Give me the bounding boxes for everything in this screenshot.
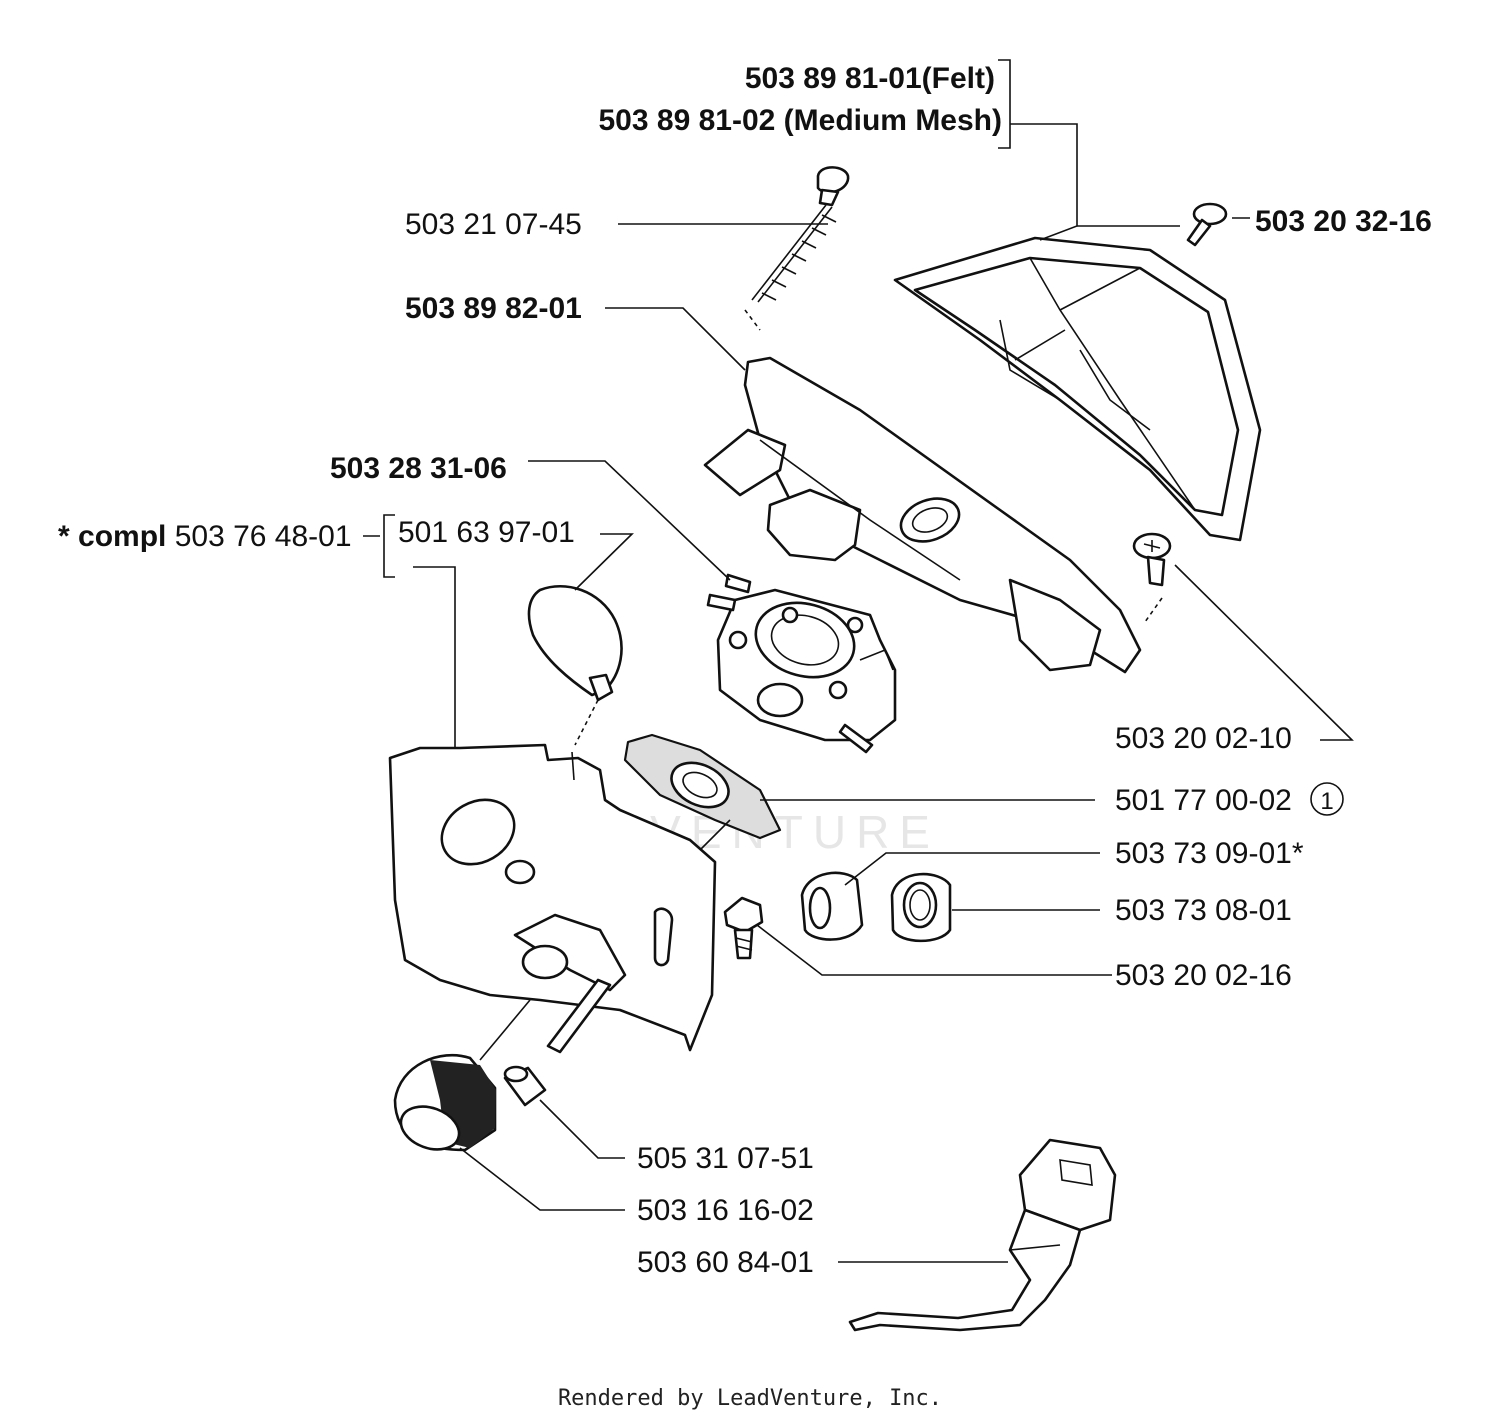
gasket-drawing	[623, 733, 782, 840]
grommet-b-drawing	[890, 872, 952, 943]
label-filter-holder: 503 89 82-01	[405, 292, 582, 325]
label-gasket: 501 77 00-02	[1115, 784, 1292, 817]
leader-lines	[363, 59, 1354, 1263]
label-hose: 503 60 84-01	[637, 1246, 814, 1279]
label-screw-right: 503 20 02-10	[1115, 722, 1292, 755]
screw-mid-drawing	[723, 896, 764, 960]
label-compl-prefix: * compl	[58, 520, 166, 553]
label-screw-mid: 503 20 02-16	[1115, 959, 1292, 992]
label-long-bolt: 503 21 07-45	[405, 208, 582, 241]
carburetor-drawing	[706, 573, 897, 754]
label-filter-felt: 503 89 81-01(Felt)	[745, 62, 995, 95]
label-grommet-b: 503 73 08-01	[1115, 894, 1292, 927]
label-filter-medium-mesh: 503 89 81-02 (Medium Mesh)	[599, 104, 1003, 137]
label-carburetor: 503 28 31-06	[330, 452, 507, 485]
label-small-screw-top: 503 20 32-16	[1255, 205, 1432, 238]
label-complete-kit: * compl 503 76 48-01	[58, 520, 352, 553]
sleeve-drawing	[393, 1053, 497, 1152]
hose-drawing	[848, 1138, 1117, 1332]
label-spacer: 505 31 07-51	[637, 1142, 814, 1175]
small-screw-top-drawing	[1186, 202, 1228, 247]
label-sleeve: 503 16 16-02	[637, 1194, 814, 1227]
label-compl-number: 503 76 48-01	[175, 520, 352, 553]
label-diaphragm: 501 63 97-01	[398, 516, 575, 549]
grommet-a-drawing	[800, 871, 864, 941]
air-filter-drawing	[893, 236, 1262, 542]
footer-credit: Rendered by LeadVenture, Inc.	[558, 1386, 942, 1411]
spacer-drawing	[503, 1065, 547, 1107]
filter-holder-drawing	[703, 356, 1142, 674]
screw-right-drawing	[1132, 532, 1172, 623]
long-bolt-drawing	[744, 166, 850, 331]
cover-plate-drawing	[388, 743, 717, 1054]
diaphragm-drawing	[527, 585, 623, 746]
gasket-callout-number: 1	[1320, 788, 1333, 815]
gasket-callout-circle	[1310, 782, 1344, 816]
label-grommet-a: 503 73 09-01*	[1115, 837, 1304, 870]
